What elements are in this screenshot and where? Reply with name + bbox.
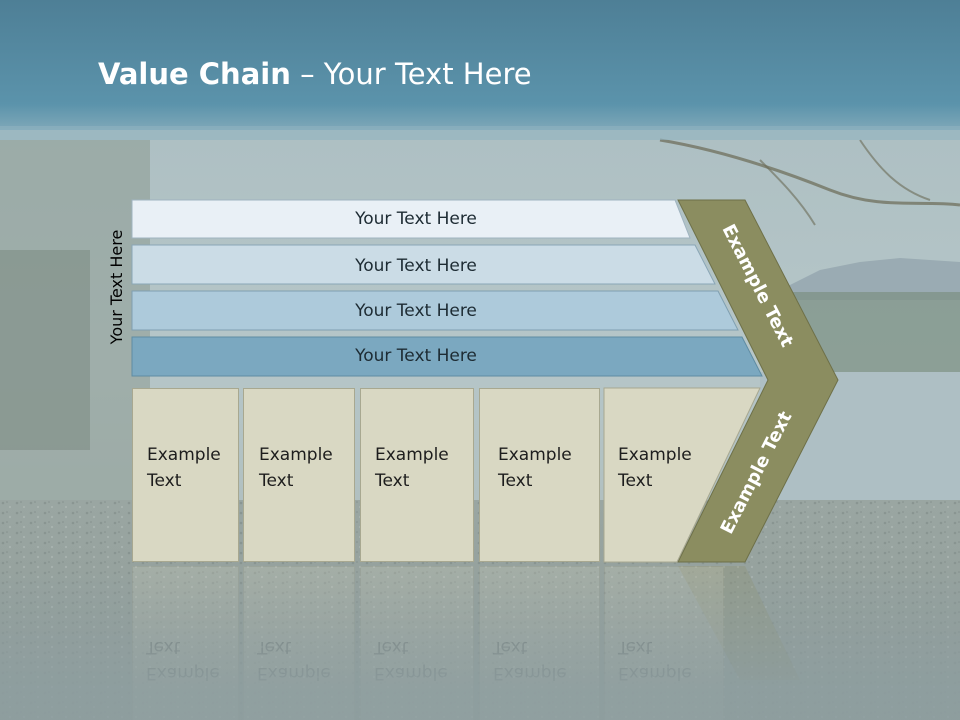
activity-text-4-line2: Text <box>498 471 533 491</box>
activity-text-2-line1: Example <box>259 445 333 465</box>
activity-box-4 <box>479 388 600 562</box>
activity-text-1-line2: Text <box>147 471 182 491</box>
activity-text-5-line2: Text <box>618 471 653 491</box>
band-label-1: Your Text Here <box>355 209 477 229</box>
band-label-4: Your Text Here <box>355 346 477 366</box>
activity-text-3-line2: Text <box>375 471 410 491</box>
activity-text-2-line2: Text <box>259 471 294 491</box>
activity-text-4-line1: Example <box>498 445 572 465</box>
title-bold: Value Chain <box>98 57 291 91</box>
activity-text-1-line1: Example <box>147 445 221 465</box>
support-band-2 <box>131 244 716 285</box>
band-label-2: Your Text Here <box>355 256 477 276</box>
support-band-4 <box>131 336 763 377</box>
slide-title: Value Chain – Your Text Here <box>98 54 532 94</box>
reflection-fade <box>0 566 960 720</box>
activity-box-3 <box>360 388 474 562</box>
support-band-1 <box>131 199 691 239</box>
activity-box-2 <box>243 388 355 562</box>
margin-chevron <box>677 199 839 563</box>
activity-text-5-line1: Example <box>618 445 692 465</box>
support-band-3 <box>131 290 739 331</box>
activity-box-1 <box>132 388 239 562</box>
activity-text-3-line1: Example <box>375 445 449 465</box>
band-label-3: Your Text Here <box>355 301 477 321</box>
title-rest: – Your Text Here <box>290 57 532 91</box>
last-box-slant <box>603 387 761 563</box>
